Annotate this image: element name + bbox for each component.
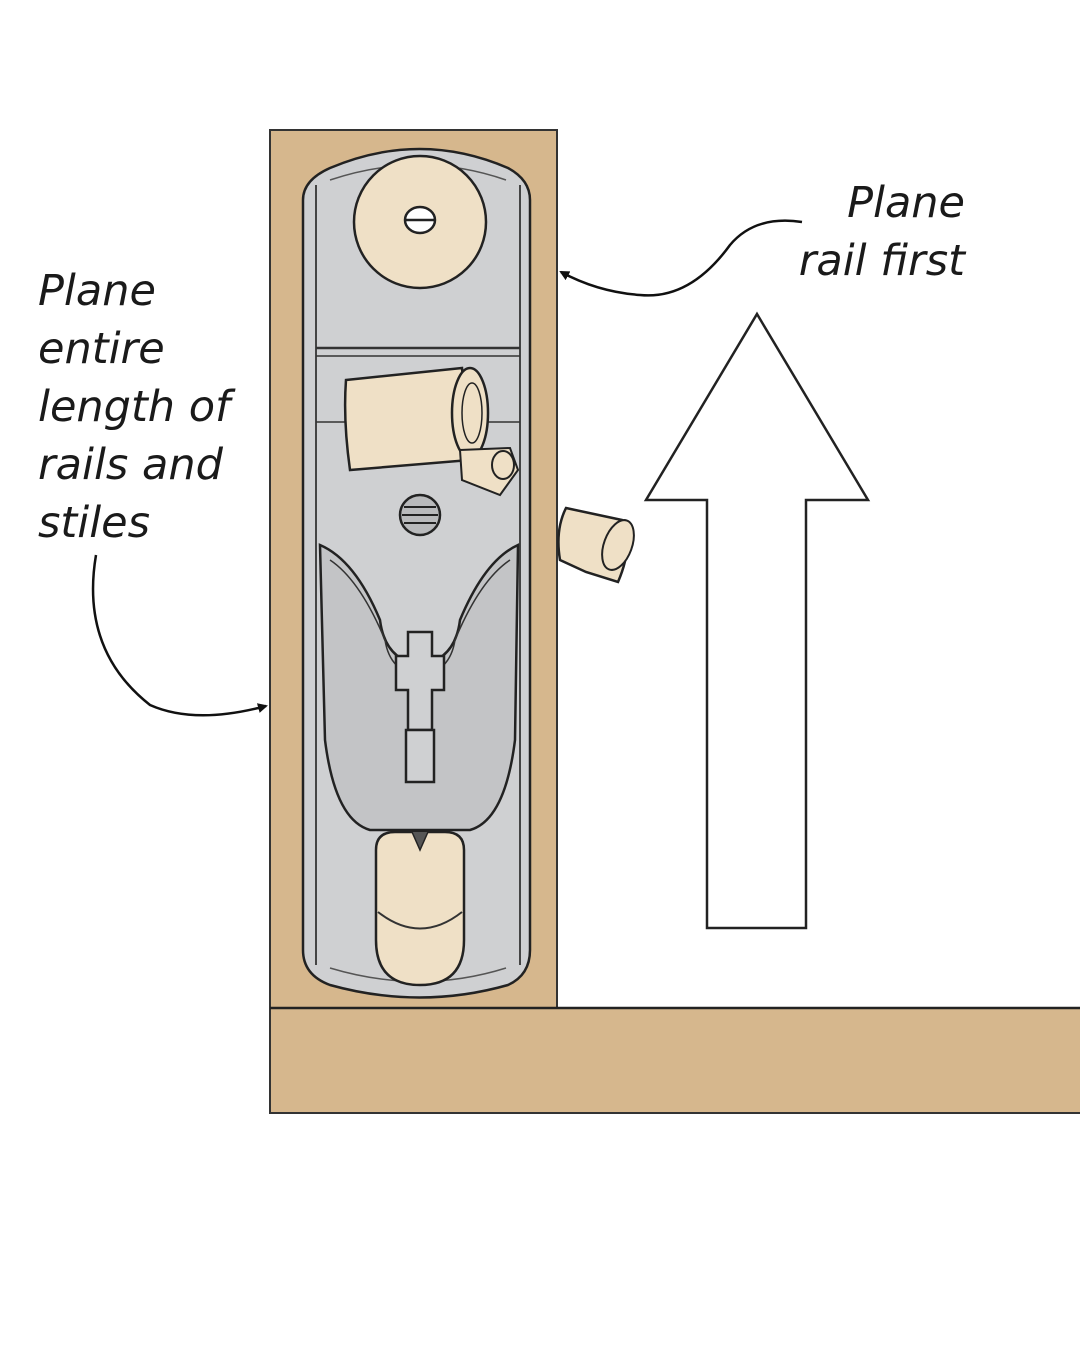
label-line: Plane — [847, 178, 965, 228]
label-line: Plane — [38, 266, 156, 316]
label-line: rail first — [798, 236, 965, 286]
label-line: entire — [38, 324, 165, 374]
instruction-label-rail: Plane rail first — [790, 174, 965, 290]
wood-shaving-icon — [343, 366, 520, 497]
wood-shaving-icon — [557, 506, 635, 584]
label-line: rails and — [38, 440, 223, 490]
hand-plane-icon — [301, 147, 532, 999]
leader-arrow-right — [559, 219, 803, 297]
instruction-label-stiles: Plane entire length of rails and stiles — [38, 262, 230, 552]
label-line: stiles — [38, 498, 151, 548]
up-arrow-icon — [643, 311, 871, 930]
leader-arrow-left — [91, 554, 268, 717]
label-line: length of — [38, 382, 231, 432]
rear-tote — [374, 830, 466, 987]
rail-board — [269, 1007, 1080, 1114]
